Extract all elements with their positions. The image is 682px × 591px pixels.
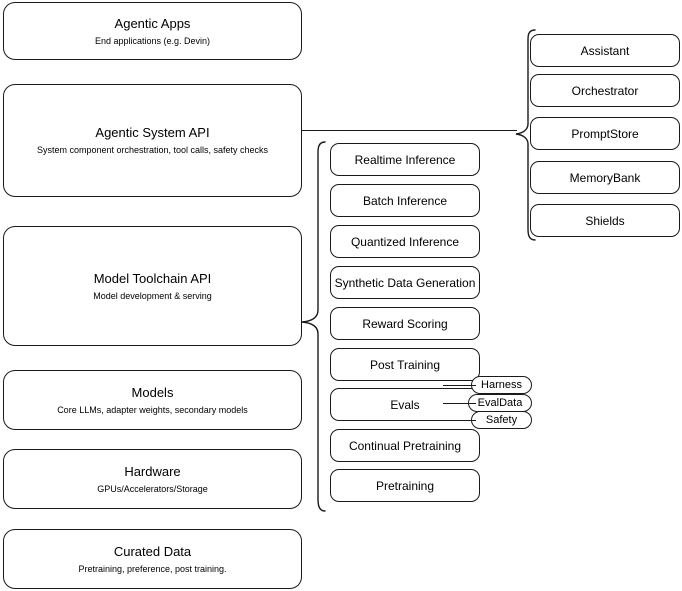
- connector-evals-to-harness: [443, 385, 476, 386]
- eval-pill-label: EvalData: [477, 397, 523, 409]
- capability-box-quantized-inference[interactable]: Quantized Inference: [330, 225, 480, 258]
- component-label: Assistant: [580, 43, 630, 58]
- layer-box-agentic-system-api[interactable]: Agentic System API System component orch…: [3, 84, 302, 197]
- capability-label: Realtime Inference: [354, 152, 456, 167]
- layer-subtitle: Core LLMs, adapter weights, secondary mo…: [57, 404, 248, 415]
- component-box-promptstore[interactable]: PromptStore: [530, 117, 680, 150]
- connector-agentic-system-to-components: [302, 130, 517, 131]
- eval-pill-label: Safety: [485, 414, 518, 426]
- component-box-orchestrator[interactable]: Orchestrator: [530, 74, 680, 107]
- capability-box-reward-scoring[interactable]: Reward Scoring: [330, 307, 480, 340]
- capability-label: Pretraining: [375, 478, 435, 493]
- layer-title: Model Toolchain API: [93, 270, 212, 286]
- brace-agentic-system-components: [514, 28, 536, 242]
- layer-title: Hardware: [124, 463, 181, 479]
- layer-box-models[interactable]: Models Core LLMs, adapter weights, secon…: [3, 370, 302, 430]
- layer-box-agentic-apps[interactable]: Agentic Apps End applications (e.g. Devi…: [3, 2, 302, 60]
- component-label: Orchestrator: [571, 83, 639, 98]
- eval-pill-safety[interactable]: Safety: [471, 411, 532, 429]
- layer-subtitle: End applications (e.g. Devin): [94, 35, 211, 46]
- eval-pill-harness[interactable]: Harness: [471, 376, 532, 394]
- layer-box-curated-data[interactable]: Curated Data Pretraining, preference, po…: [3, 529, 302, 589]
- eval-pill-evaldata[interactable]: EvalData: [468, 394, 532, 412]
- capability-label: Batch Inference: [362, 193, 448, 208]
- capability-box-continual-pretraining[interactable]: Continual Pretraining: [330, 429, 480, 462]
- component-label: Shields: [585, 213, 625, 228]
- capability-box-realtime-inference[interactable]: Realtime Inference: [330, 143, 480, 176]
- component-box-shields[interactable]: Shields: [530, 204, 680, 237]
- component-label: MemoryBank: [569, 170, 641, 185]
- layer-box-model-toolchain-api[interactable]: Model Toolchain API Model development & …: [3, 226, 302, 346]
- layer-subtitle: System component orchestration, tool cal…: [36, 145, 269, 155]
- capability-box-synthetic-data-generation[interactable]: Synthetic Data Generation: [330, 266, 480, 299]
- layer-subtitle: Pretraining, preference, post training.: [78, 563, 227, 574]
- capability-label: Post Training: [369, 357, 441, 372]
- layer-title: Agentic Apps: [114, 15, 191, 31]
- connector-evals-to-safety: [443, 420, 476, 421]
- layer-subtitle: GPUs/Accelerators/Storage: [97, 483, 208, 494]
- layer-box-hardware[interactable]: Hardware GPUs/Accelerators/Storage: [3, 449, 302, 509]
- capability-box-post-training[interactable]: Post Training: [330, 348, 480, 381]
- brace-toolchain-capabilities: [300, 140, 326, 514]
- capability-box-batch-inference[interactable]: Batch Inference: [330, 184, 480, 217]
- connector-evals-to-evaldata: [443, 403, 476, 404]
- component-box-assistant[interactable]: Assistant: [530, 34, 680, 67]
- component-label: PromptStore: [571, 126, 639, 141]
- eval-pill-label: Harness: [481, 379, 522, 391]
- component-box-memorybank[interactable]: MemoryBank: [530, 161, 680, 194]
- layer-title: Models: [131, 384, 174, 400]
- layer-title: Agentic System API: [95, 125, 210, 140]
- capability-label: Continual Pretraining: [348, 438, 462, 453]
- capability-box-pretraining[interactable]: Pretraining: [330, 469, 480, 502]
- capability-label: Quantized Inference: [350, 234, 460, 249]
- capability-label: Synthetic Data Generation: [334, 275, 476, 290]
- capability-label: Reward Scoring: [362, 316, 448, 331]
- capability-box-evals[interactable]: Evals: [330, 388, 480, 421]
- layer-title: Curated Data: [113, 543, 192, 559]
- layer-subtitle: Model development & serving: [93, 290, 212, 301]
- capability-label: Evals: [390, 397, 420, 412]
